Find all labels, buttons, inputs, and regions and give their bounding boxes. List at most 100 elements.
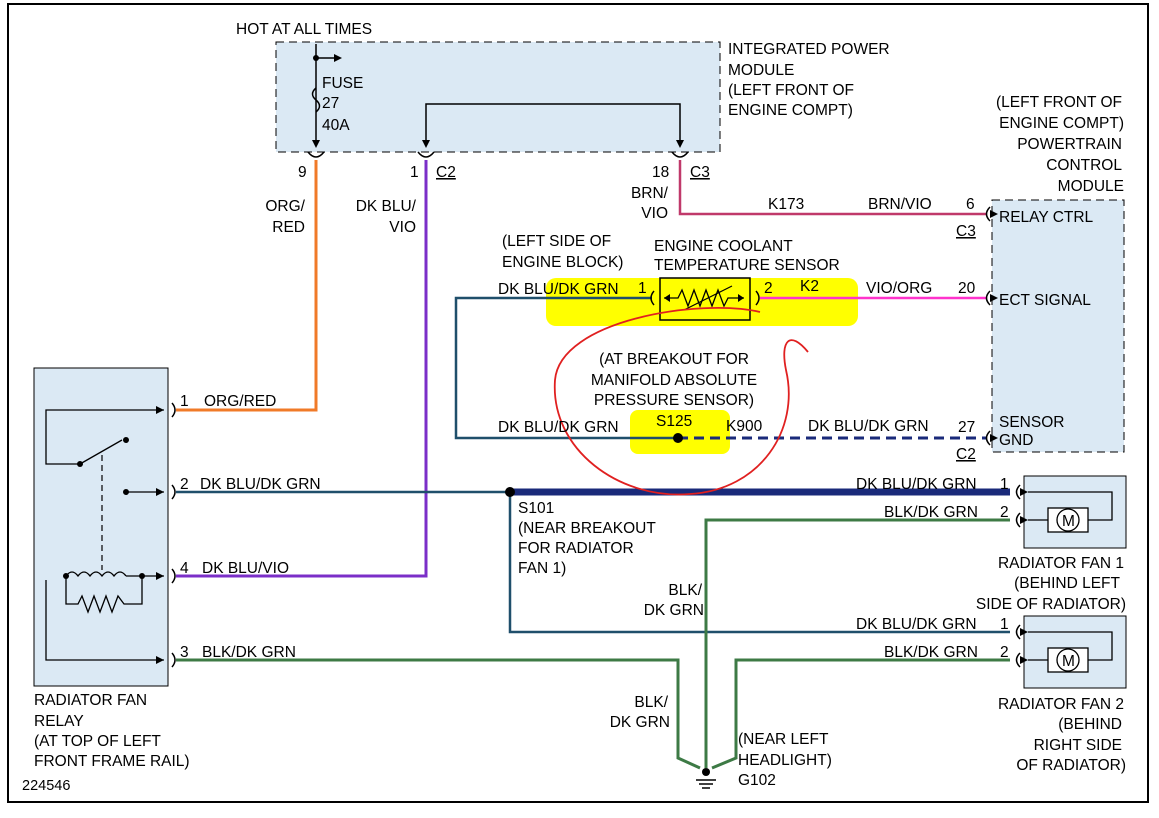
wire-brn-vio	[678, 160, 986, 216]
ipm-label-3: (LEFT FRONT OF	[728, 82, 854, 99]
fan2-wire-1: DK BLU/DK GRN	[856, 616, 977, 633]
ect-pin-1: 1	[638, 280, 647, 297]
fan1-label-1: RADIATOR FAN 1	[998, 555, 1124, 572]
brn-vio-wire-label: BRN/VIO	[868, 196, 932, 213]
ground-id: G102	[738, 772, 776, 789]
wire-fan2-ground	[711, 658, 1010, 770]
dkblu-vio-label-1: DK BLU/	[356, 198, 417, 215]
relay-wire-org-red: ORG/RED	[204, 393, 276, 410]
pcm-pin-6: 6	[966, 196, 975, 213]
relay-label-2: RELAY	[34, 713, 84, 730]
fan2-label-4: OF RADIATOR)	[1016, 757, 1126, 774]
ipm-connector-c2: C2	[436, 164, 456, 181]
fuse-symbol	[311, 87, 321, 113]
relay-ground-wire-2: DK GRN	[610, 714, 670, 731]
wire-ect-ground-loop	[454, 296, 678, 440]
feed-dot	[313, 55, 319, 61]
s125-desc-3: PRESSURE SENSOR)	[594, 392, 754, 409]
k173-label: K173	[768, 196, 804, 213]
integrated-power-module	[275, 41, 721, 153]
fan1-wire-1: DK BLU/DK GRN	[856, 476, 977, 493]
s125-desc-1: (AT BREAKOUT FOR	[599, 351, 749, 368]
ground-desc-1: (NEAR LEFT	[738, 731, 829, 748]
vio-org-label: VIO/ORG	[866, 280, 932, 297]
fan1-pin-2: 2	[1000, 504, 1009, 521]
wire-relay-ground	[176, 658, 701, 770]
k2-label: K2	[800, 278, 819, 295]
relay-label-1: RADIATOR FAN	[34, 692, 147, 709]
ect-title-1: ENGINE COOLANT	[654, 238, 793, 255]
hot-arrow	[334, 54, 342, 62]
pcm-title-5: MODULE	[1058, 178, 1124, 195]
figure-number: 224546	[22, 778, 70, 794]
fan1-ground-wire-2: DK GRN	[644, 602, 704, 619]
ect-location-2: ENGINE BLOCK)	[502, 254, 623, 271]
fan1-ground-wire-1: BLK/	[668, 582, 702, 599]
k900-label: K900	[726, 418, 763, 435]
ipm-connector-c3: C3	[690, 164, 710, 181]
fuse-number: 27	[322, 95, 339, 112]
relay-pin-1: 1	[180, 393, 189, 410]
ipm-pin-1: 1	[410, 164, 419, 181]
ect-title-2: TEMPERATURE SENSOR	[654, 257, 840, 274]
fuse-word: FUSE	[322, 75, 363, 92]
fan2-wire-2: BLK/DK GRN	[884, 644, 978, 661]
fan2-label-3: RIGHT SIDE	[1034, 737, 1122, 754]
ipm-pin-9: 9	[298, 164, 307, 181]
fan1-label-3: SIDE OF RADIATOR)	[976, 596, 1126, 613]
brn-vio-label-2: VIO	[641, 205, 668, 222]
ect-wire-dkblu-dkgrn: DK BLU/DK GRN	[498, 281, 619, 298]
s125-highlight	[630, 410, 730, 454]
annotation-circle	[554, 307, 809, 496]
relay-label-4: FRONT FRAME RAIL)	[34, 753, 190, 770]
s101-desc-1: (NEAR BREAKOUT	[518, 520, 656, 537]
fan2-label-2: (BEHIND	[1058, 716, 1122, 733]
powertrain-control-module	[991, 199, 1125, 453]
pcm-sensor-gnd-2: GND	[999, 432, 1033, 449]
ect-pin-2: 2	[764, 280, 773, 297]
thermistor-icon	[664, 288, 744, 308]
pcm-title-1: (LEFT FRONT OF	[996, 94, 1122, 111]
wire-org-red	[176, 160, 318, 412]
dkblu-vio-label-2: VIO	[389, 219, 416, 236]
wire-s101-fan2	[508, 492, 1010, 634]
fan2-motor-label: M	[1062, 653, 1075, 670]
fan1-internals	[1015, 484, 1113, 533]
s101-desc-3: FAN 1)	[518, 560, 566, 577]
ipm-label-2: MODULE	[728, 62, 794, 79]
fan1-wire-2: BLK/DK GRN	[884, 504, 978, 521]
ipm-pin-18: 18	[652, 164, 669, 181]
pcm-connector-c2: C2	[956, 446, 976, 463]
org-red-label-2: RED	[272, 219, 305, 236]
fan1-pin-1: 1	[1000, 476, 1009, 493]
relay-pin-4: 4	[180, 560, 189, 577]
fan1-label-2: (BEHIND LEFT	[1014, 575, 1120, 592]
fan2-motor-icon	[1056, 648, 1080, 672]
relay-label-3: (AT TOP OF LEFT	[34, 733, 161, 750]
pcm-title-3: POWERTRAIN	[1017, 136, 1122, 153]
relay-wire-dkblu-vio: DK BLU/VIO	[202, 560, 289, 577]
s125-wire-left: DK BLU/DK GRN	[498, 419, 619, 436]
relay-ground-wire-1: BLK/	[634, 694, 668, 711]
pcm-sensor-gnd-1: SENSOR	[999, 414, 1064, 431]
relay-pin-2: 2	[180, 476, 189, 493]
s125-wire-right: DK BLU/DK GRN	[808, 418, 929, 435]
radiator-fan-relay	[33, 367, 169, 687]
fan1-motor-icon	[1056, 508, 1080, 532]
ipm-label-1: INTEGRATED POWER	[728, 41, 890, 58]
hot-label: HOT AT ALL TIMES	[236, 21, 372, 38]
pcm-relay-ctrl: RELAY CTRL	[999, 209, 1094, 226]
splice-s101-dot	[505, 487, 515, 497]
pcm-connector-c3: C3	[956, 223, 976, 240]
fan2-pin-1: 1	[1000, 616, 1009, 633]
s101-desc-2: FOR RADIATOR	[518, 540, 634, 557]
ipm-label-4: ENGINE COMPT)	[728, 102, 853, 119]
s101-id: S101	[518, 500, 554, 517]
ect-location-1: (LEFT SIDE OF	[502, 233, 611, 250]
pcm-pin-20: 20	[958, 280, 976, 297]
fan2-internals	[1015, 624, 1113, 673]
relay-internals	[45, 402, 176, 668]
splice-s125-dot	[673, 433, 683, 443]
fan2-label-1: RADIATOR FAN 2	[998, 696, 1124, 713]
